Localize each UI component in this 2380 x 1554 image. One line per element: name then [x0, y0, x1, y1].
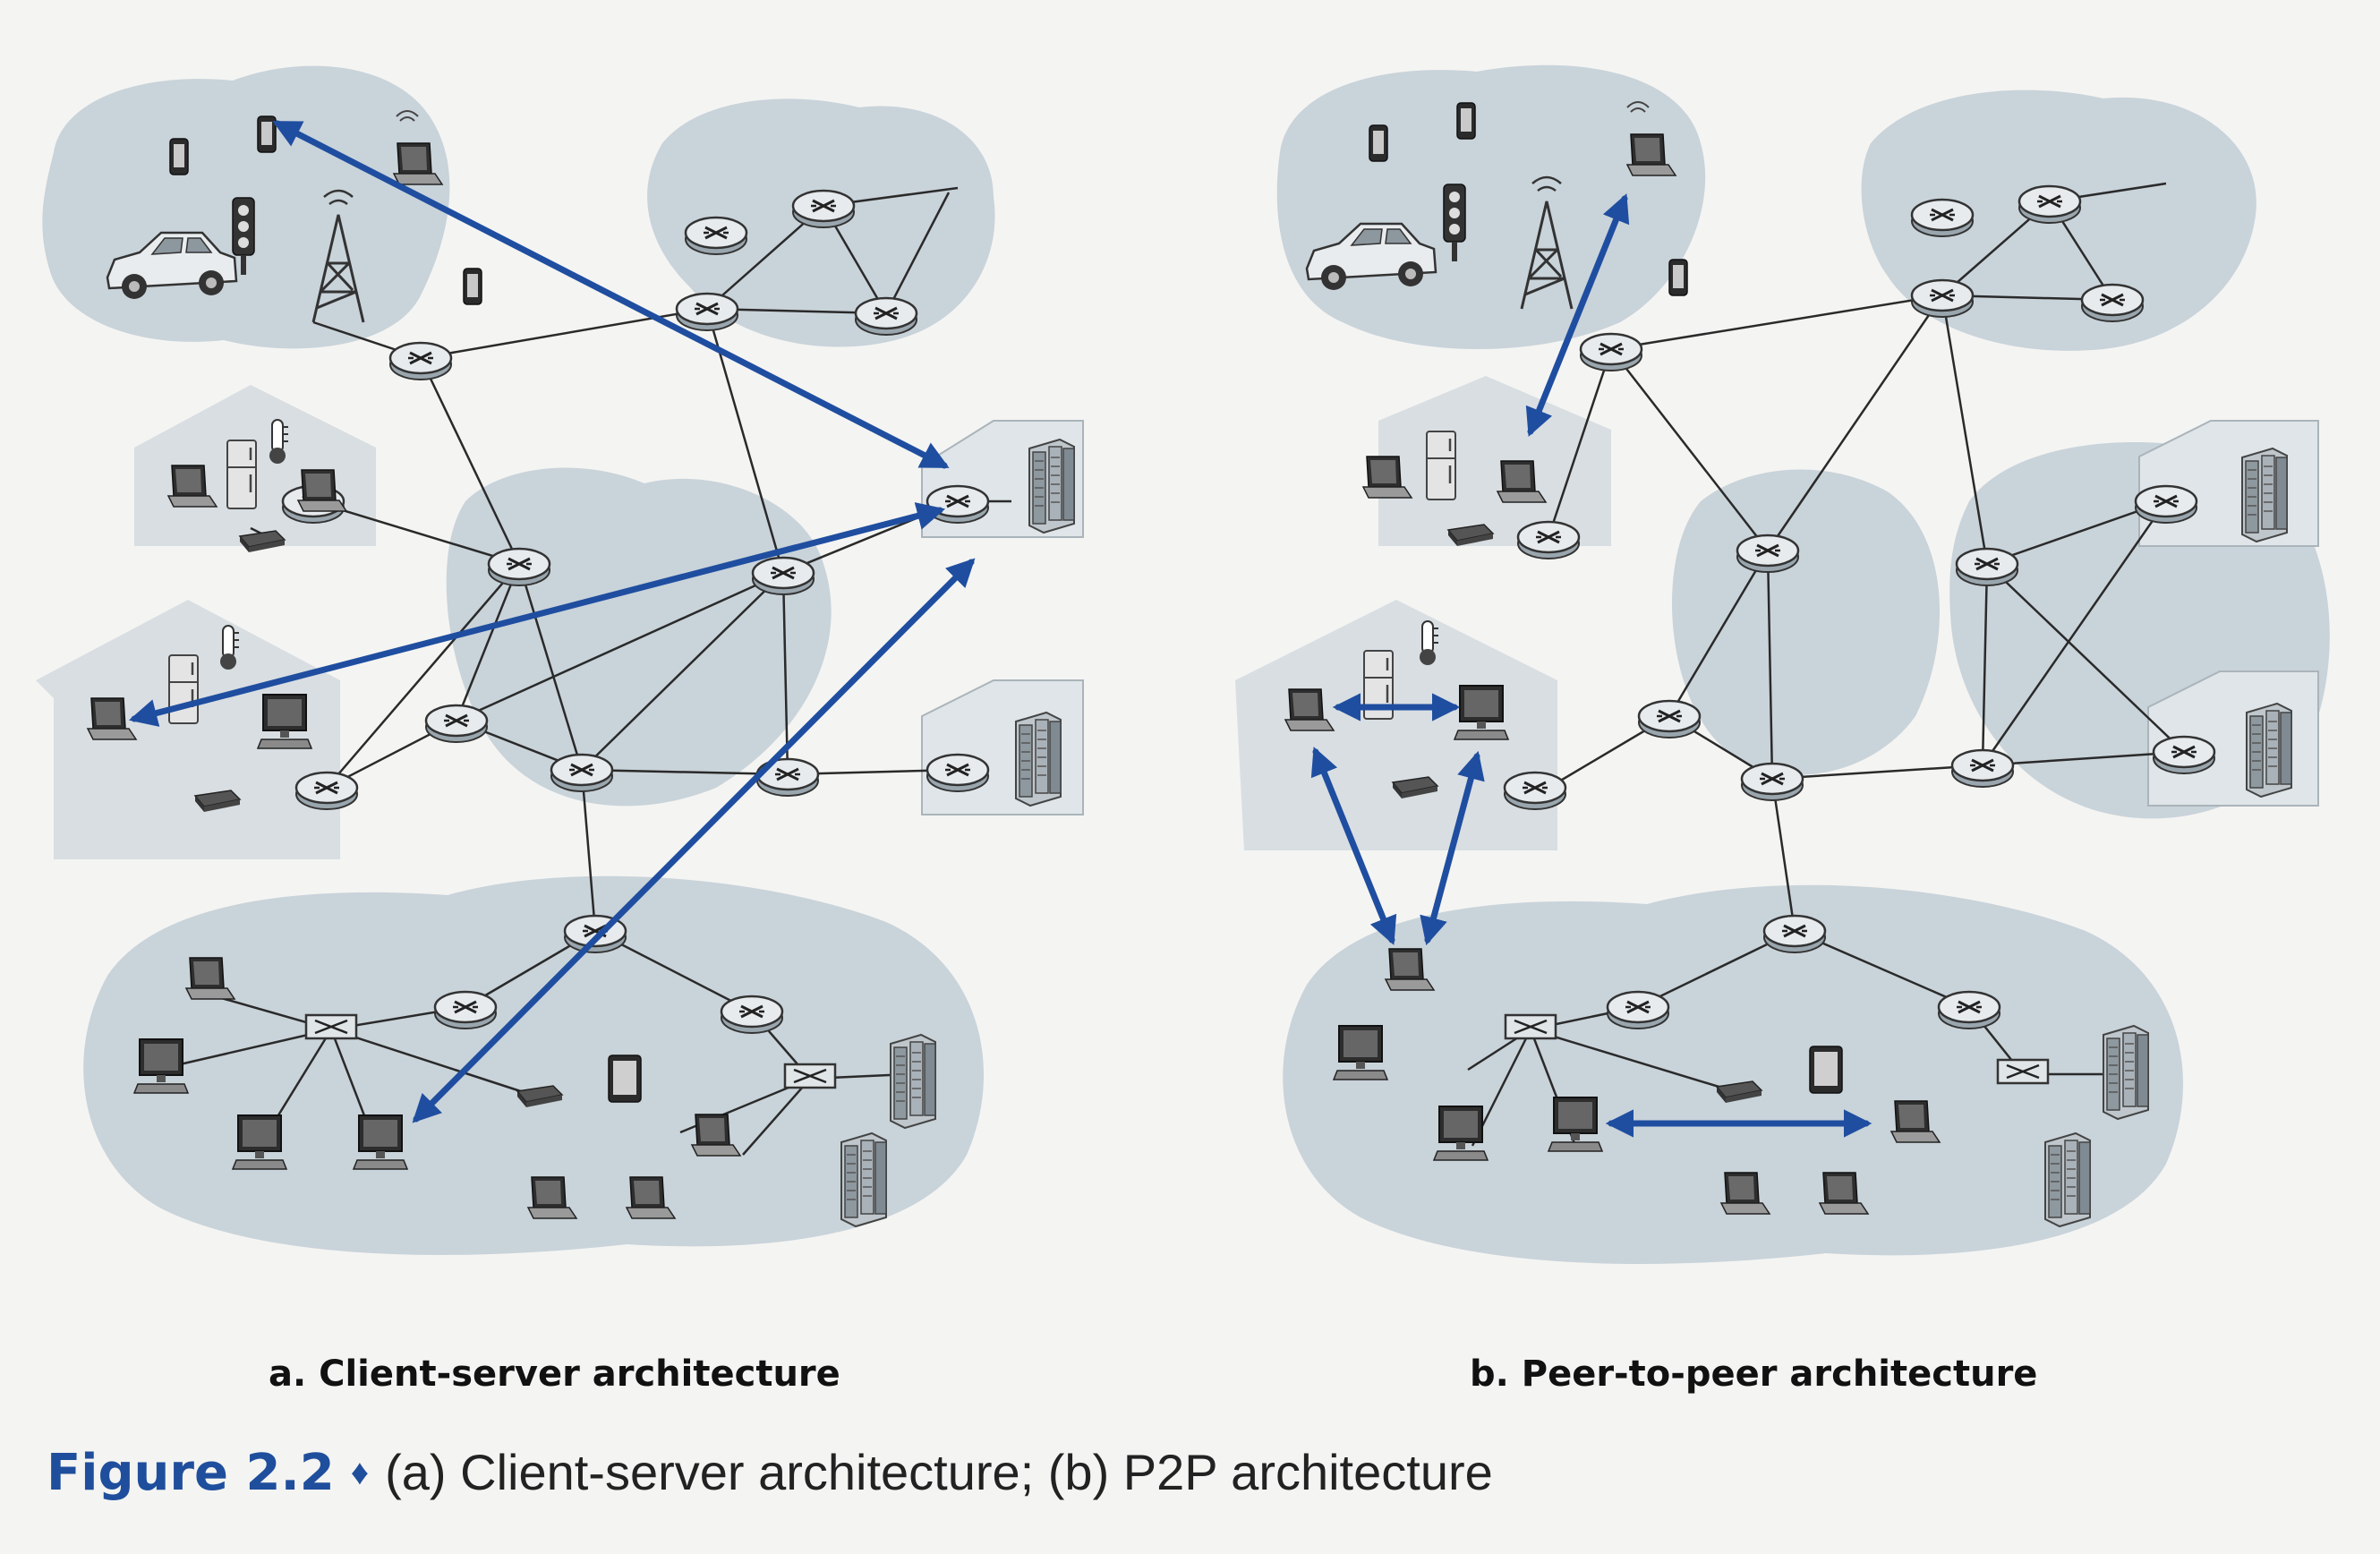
p2p-arrows: [1310, 193, 1872, 1138]
router-icon: [926, 753, 990, 793]
phone-icon: [1668, 259, 1688, 296]
router-icon: [433, 990, 498, 1030]
fridge-icon: [226, 439, 258, 510]
caption-client-server: a. Client-server architecture: [269, 1353, 840, 1395]
router-icon: [550, 753, 614, 793]
phone-icon: [1369, 124, 1388, 162]
router-icon: [854, 296, 918, 337]
client-server-arrows: [128, 120, 976, 1123]
server-rack-icon: [890, 1034, 936, 1129]
fridge-icon: [167, 653, 200, 725]
router-icon: [424, 704, 489, 744]
figure-caption: Figure 2.2 ♦ (a) Client-server architectur…: [47, 1443, 1493, 1502]
server-rack-icon: [840, 1132, 887, 1227]
desktop-icon: [1433, 1106, 1489, 1161]
router-icon: [2080, 283, 2145, 323]
arrow-enterprise-desktop-to-server: [412, 558, 976, 1123]
tablet-icon: [608, 1054, 642, 1103]
router-icon: [684, 216, 748, 256]
phone-icon: [169, 138, 189, 175]
mobile-network-cloud-b: [1276, 64, 1706, 349]
desktop-icon: [353, 1114, 408, 1170]
server-rack-icon: [2103, 1025, 2149, 1120]
router-icon: [1606, 990, 1670, 1030]
router-icon: [1910, 278, 1975, 319]
router-icon: [1736, 534, 1800, 574]
datacenter-b-1: [2138, 420, 2319, 547]
router-icon: [1910, 198, 1975, 238]
phone-icon: [1456, 102, 1476, 140]
desktop-icon: [1548, 1097, 1603, 1152]
router-icon: [487, 547, 551, 587]
arrow-phone-to-server: [272, 120, 950, 469]
switch-icon: [1504, 1013, 1557, 1040]
router-icon: [1503, 771, 1567, 811]
router-icon: [294, 771, 359, 811]
phone-icon: [257, 115, 277, 153]
router-icon: [388, 341, 453, 381]
desktop-icon: [1333, 1025, 1388, 1080]
switch-icon: [304, 1013, 358, 1040]
router-icon: [675, 292, 739, 332]
router-icon: [1579, 332, 1643, 372]
home-network-b-2: [1235, 600, 1557, 850]
router-icon: [1740, 762, 1804, 802]
phone-icon: [463, 268, 482, 305]
isp-cloud-b-mid: [1671, 469, 1941, 775]
router-icon: [1637, 699, 1702, 739]
router-icon: [1937, 990, 2001, 1030]
router-icon: [751, 556, 815, 596]
router-icon: [791, 189, 856, 229]
server-rack-icon: [1028, 439, 1075, 534]
server-rack-icon: [2246, 703, 2292, 798]
desktop-icon: [257, 694, 312, 749]
router-icon: [1955, 547, 2019, 587]
router-icon: [1762, 914, 1827, 954]
desktop-icon: [232, 1114, 287, 1170]
router-icon: [926, 484, 990, 525]
desktop-icon: [133, 1038, 189, 1094]
arrow-home-desktop-to-enterprise: [1420, 750, 1485, 946]
router-icon: [2152, 735, 2216, 775]
figure-caption-text: (a) Client-server architecture; (b) P2P …: [385, 1444, 1493, 1500]
switch-icon: [783, 1063, 837, 1089]
router-icon: [2134, 484, 2198, 525]
server-rack-icon: [2241, 448, 2288, 542]
server-rack-icon: [2044, 1132, 2091, 1227]
desktop-icon: [1454, 685, 1509, 740]
router-icon: [1950, 748, 2015, 789]
enterprise-cloud-b: [1283, 884, 2184, 1264]
links-b: [1467, 182, 2185, 1147]
isp-cloud-a-mid: [446, 467, 832, 807]
caption-peer-to-peer: b. Peer-to-peer architecture: [1470, 1353, 2038, 1395]
diamond-icon: ♦: [350, 1453, 370, 1492]
router-icon: [720, 995, 784, 1035]
tablet-icon: [1809, 1046, 1843, 1094]
switch-icon: [1996, 1058, 2050, 1085]
arrow-mobile-laptop-to-home-laptop: [1525, 193, 1630, 437]
router-icon: [2017, 184, 2082, 225]
server-rack-icon: [1015, 712, 1062, 807]
figure-number: Figure 2.2: [47, 1444, 335, 1502]
home-network-b-1: [1378, 376, 1611, 546]
fridge-icon: [1425, 430, 1457, 501]
router-icon: [1516, 520, 1581, 560]
arrow-home-laptop-to-enterprise: [1310, 747, 1397, 945]
